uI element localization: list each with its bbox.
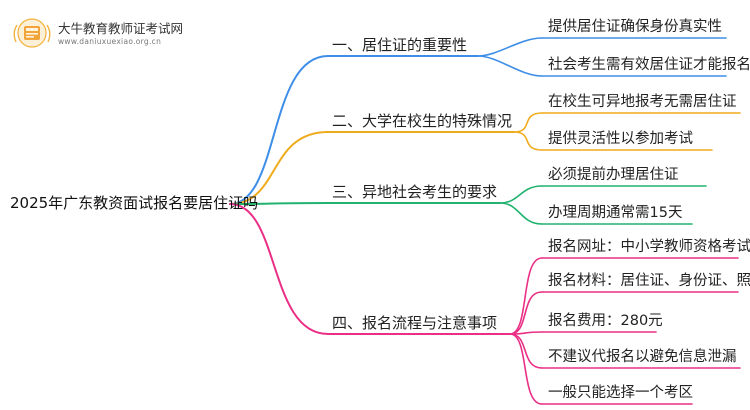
branch-connector bbox=[229, 55, 329, 205]
logo-url: www.daniuxuexiao.org.cn bbox=[58, 37, 162, 46]
leaf-connector bbox=[509, 257, 543, 335]
leaf-connector bbox=[499, 185, 543, 204]
leaf-connector bbox=[513, 112, 543, 133]
leaf-connector bbox=[509, 291, 543, 335]
leaf-topic: 在校生可异地报考无需居住证 bbox=[548, 94, 737, 110]
leaf-topic: 报名材料：居住证、身份证、照片 bbox=[548, 273, 750, 289]
branch-topic: 三、异地社会考生的要求 bbox=[332, 183, 498, 201]
leaf-topic: 提供居住证确保身份真实性 bbox=[548, 19, 722, 35]
leaf-topic: 不建议代报名以避免信息泄漏 bbox=[548, 349, 737, 365]
leaf-topic: 报名网址：中小学教师资格考试网 bbox=[548, 239, 750, 255]
branch-topic: 二、大学在校生的特殊情况 bbox=[332, 112, 513, 130]
leaf-topic: 报名费用：280元 bbox=[548, 313, 663, 329]
leaf-connector bbox=[509, 333, 543, 405]
leaf-topic: 必须提前办理居住证 bbox=[548, 167, 679, 183]
leaf-topic: 社会考生需有效居住证才能报名 bbox=[548, 57, 750, 73]
leaf-connector bbox=[509, 333, 543, 369]
site-logo: 大牛教育教师证考试网 www.daniuxuexiao.org.cn bbox=[10, 16, 183, 50]
leaf-connector bbox=[513, 131, 543, 151]
branch-connector bbox=[229, 202, 329, 205]
branch-connector bbox=[229, 131, 329, 205]
branch-topic: 一、居住证的重要性 bbox=[332, 36, 468, 54]
leaf-connector bbox=[499, 202, 543, 225]
branch-connector bbox=[229, 203, 329, 335]
leaf-topic: 办理周期通常需15天 bbox=[548, 205, 683, 221]
root-topic: 2025年广东教资面试报名要居住证吗 bbox=[10, 194, 259, 212]
logo-title: 大牛教育教师证考试网 bbox=[58, 21, 184, 36]
branch-topic: 四、报名流程与注意事项 bbox=[332, 314, 498, 332]
leaf-connector bbox=[477, 55, 543, 77]
leaf-topic: 提供灵活性以参加考试 bbox=[548, 131, 693, 147]
leaf-connector bbox=[477, 37, 543, 57]
leaf-topic: 一般只能选择一个考区 bbox=[548, 385, 693, 401]
logo-icon bbox=[13, 18, 51, 48]
